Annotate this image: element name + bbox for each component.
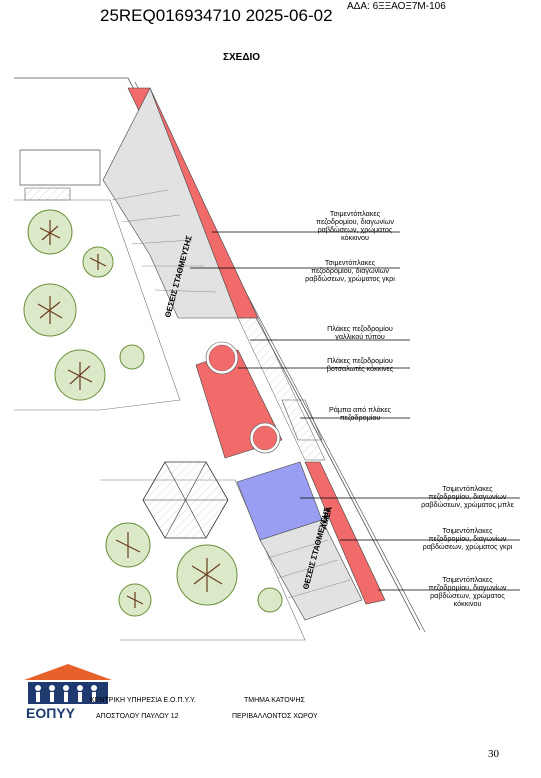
french-tile-strip	[237, 317, 326, 461]
legend-grey-tiles-lower: Τσιμεντόπλακες πεζοδρομίου, διαγωνίων ρα…	[422, 526, 513, 551]
legend-grey-tiles-upper: Τσιμεντόπλακες πεζοδρομίου, διαγωνίων ρα…	[305, 258, 395, 283]
leader-lines	[190, 231, 520, 591]
building-outline	[19, 149, 101, 186]
grey-parking-area-lower	[259, 519, 363, 621]
dept-line-1: ΤΜΗΜΑ ΚΑΤΟΨΗΣ	[244, 697, 305, 704]
legend-red-tiles-upper: Τσιμεντόπλακες πεζοδρομίου, διαγωνίων ρα…	[316, 209, 394, 242]
red-tile-strip-lower	[304, 461, 386, 605]
legend-ramp: Ράμπα από πλάκες πεζοδρομίου	[328, 405, 392, 422]
legend-red-tiles-lower: Τσιμεντόπλακες πεζοδρομίου, διαγωνίων ρα…	[428, 575, 507, 608]
ada-code: ΑΔΑ: 6ΞΞΑΟΞ7Μ-106	[347, 1, 446, 12]
legend-red-pebble: Πλάκες πεζοδρομίου βοτσαλωτές κόκκινες	[326, 356, 394, 373]
ramp-area	[281, 399, 323, 441]
document-id: 25REQ016934710 2025-06-02	[100, 6, 333, 25]
garden-boundary	[14, 199, 181, 411]
page-number: 30	[488, 748, 499, 760]
legend-blue-tiles: Τσιμεντόπλακες πεζοδρομίου, διαγωνίων ρα…	[421, 484, 514, 509]
legend-french-tiles: Πλάκες πεζοδρομίου γαλλικού τύπου	[327, 324, 393, 341]
org-line-1: ΚΕΝΤΡΙΚΗ ΥΠΗΡΕΣΙΑ Ε.Ο.Π.Υ.Υ.	[90, 697, 196, 704]
org-line-2: ΑΠΟΣΤΟΛΟΥ ΠΑΥΛΟΥ 12	[96, 713, 179, 720]
drawing-title: ΣΧΕΔΙΟ	[223, 52, 261, 63]
logo-text: ΕΟΠΥΥ	[26, 705, 76, 721]
eopyy-logo	[24, 664, 112, 704]
stairs-outline	[24, 187, 71, 201]
dept-line-2: ΠΕΡΙΒΑΛΛΟΝΤΟΣ ΧΩΡΟΥ	[232, 713, 318, 720]
grey-parking-area-upper	[102, 87, 239, 319]
